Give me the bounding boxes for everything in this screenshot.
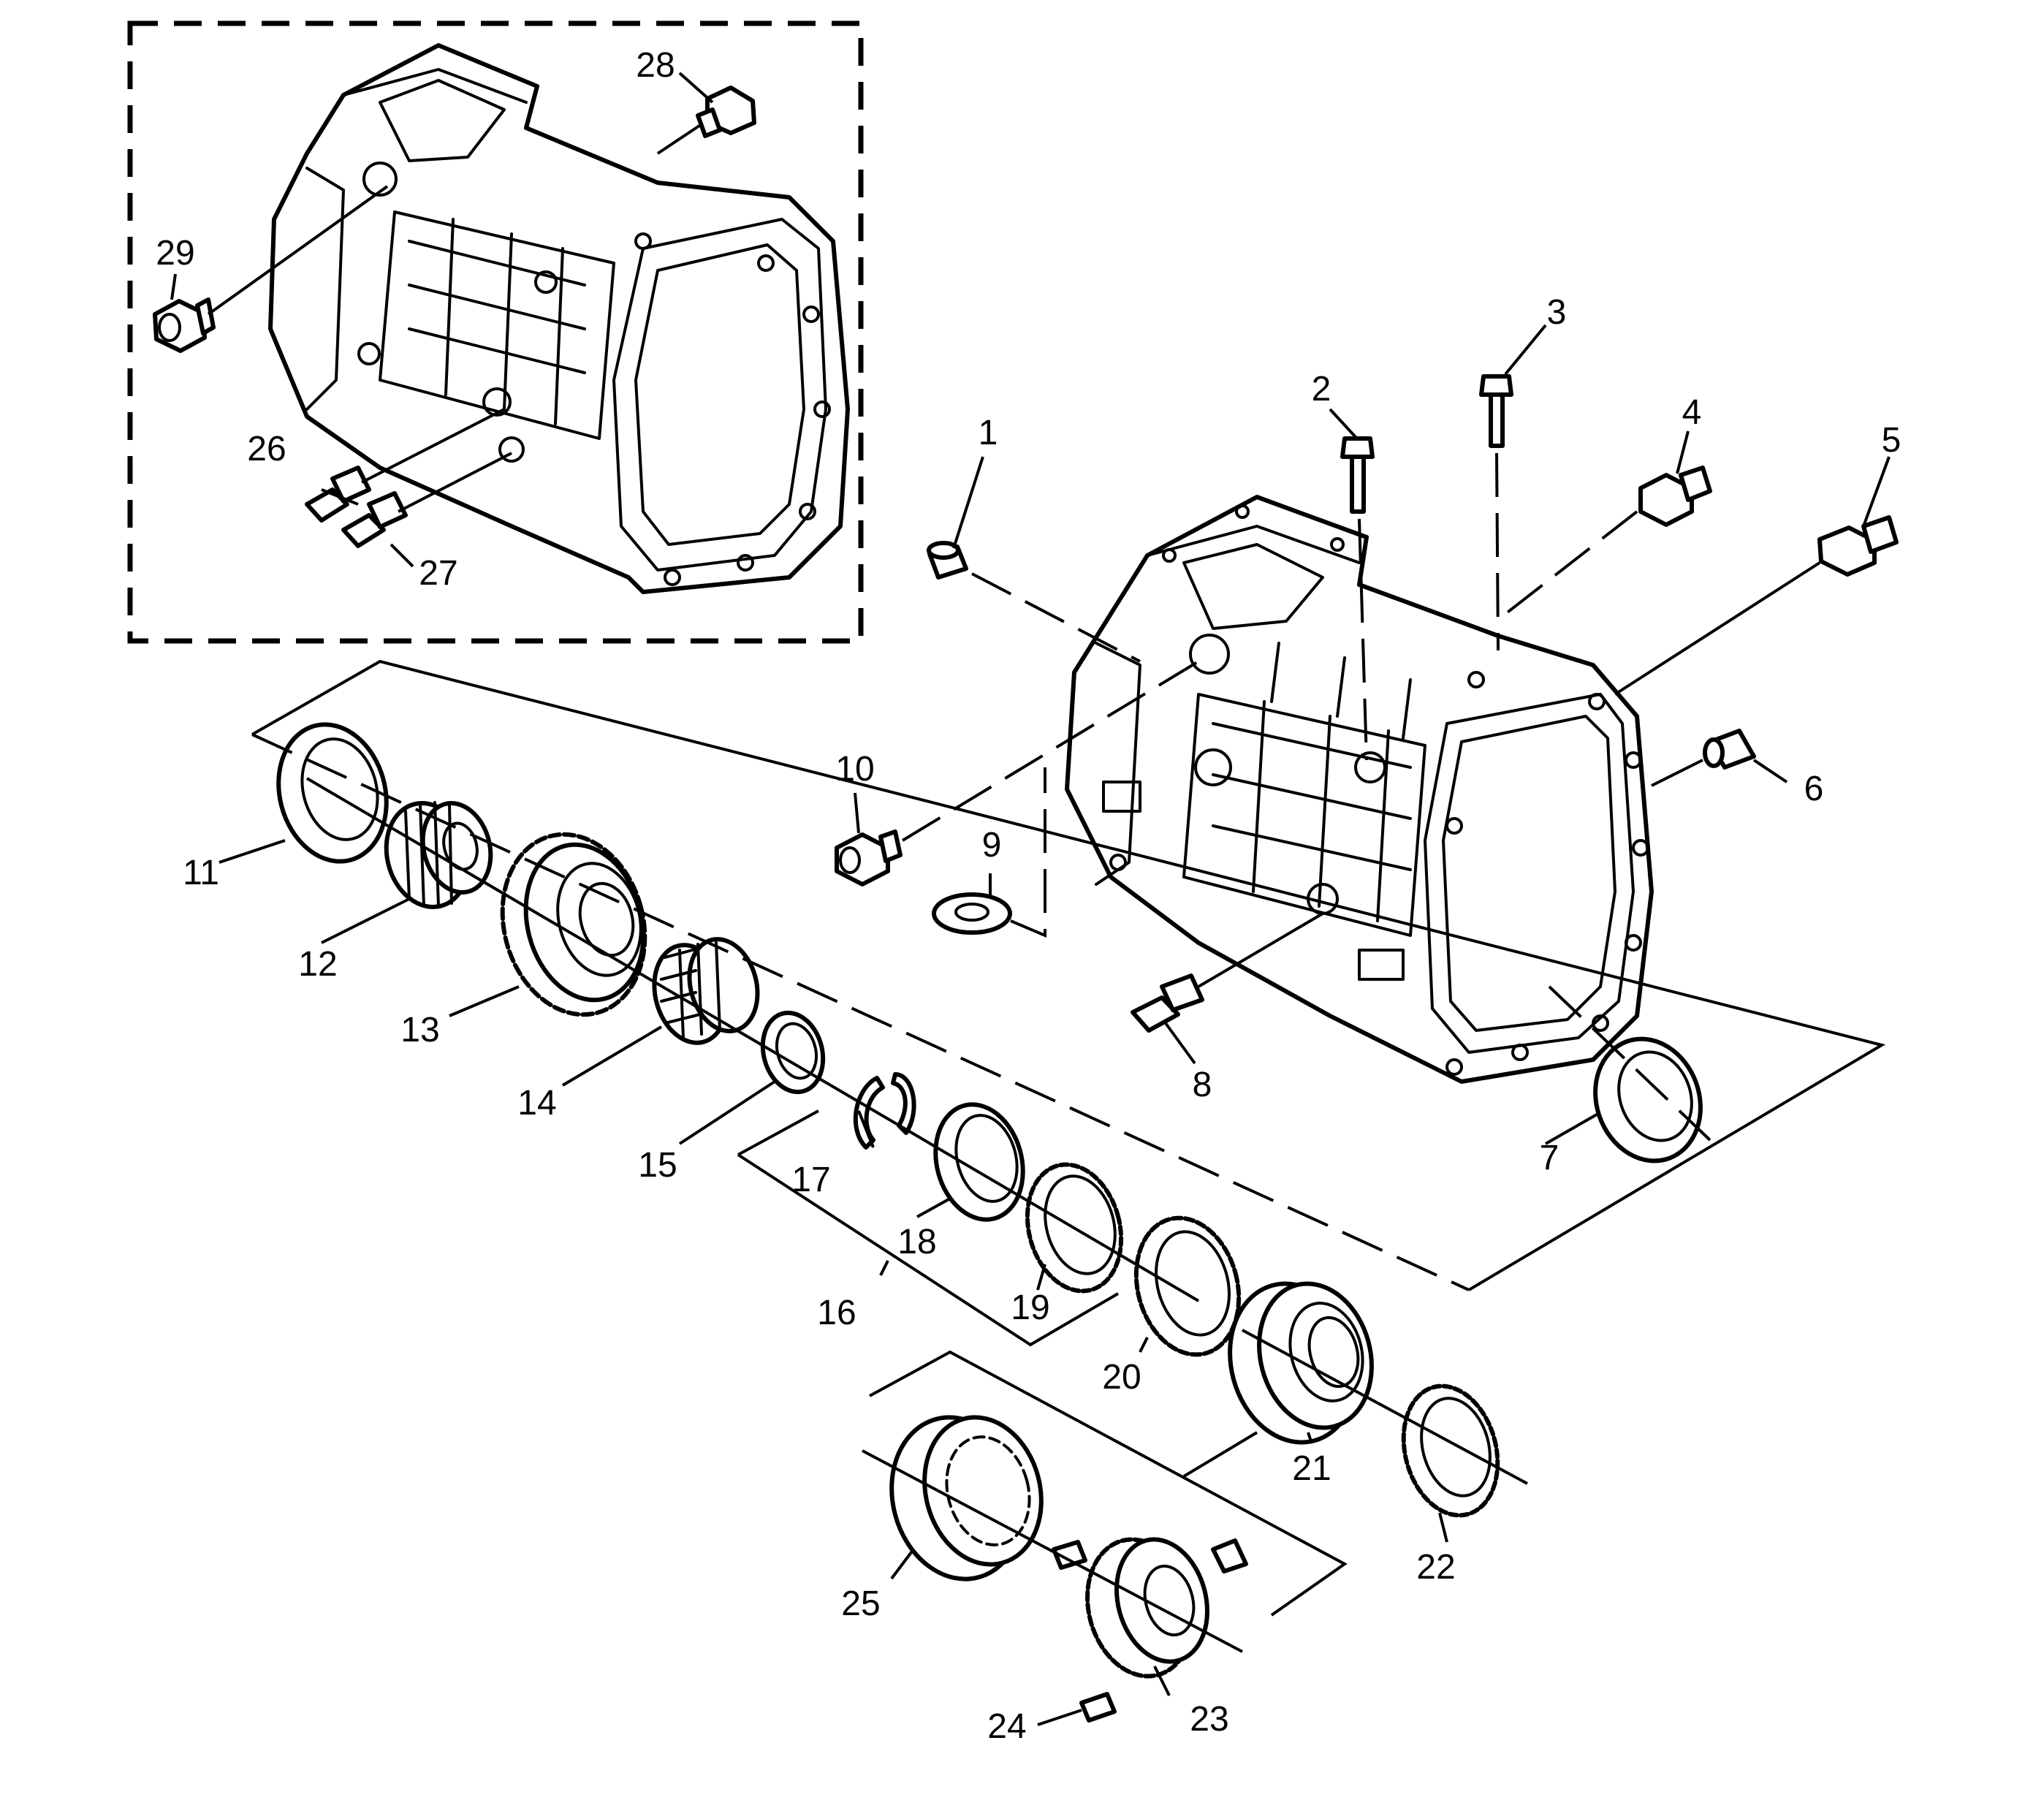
callout-1: 1 <box>979 414 998 452</box>
callout-6: 6 <box>1804 770 1824 808</box>
part-9-washer <box>932 767 1046 938</box>
inset-view <box>127 20 864 644</box>
part-18-synchronizer-ring <box>933 1102 1025 1222</box>
callout-7: 7 <box>1540 1139 1559 1177</box>
callout-28: 28 <box>636 46 675 85</box>
part-3-bolt <box>1479 374 1513 651</box>
callout-18: 18 <box>897 1223 936 1261</box>
callout-12: 12 <box>298 945 337 984</box>
part-4-switch <box>1504 466 1712 615</box>
part-14-needle-bearing <box>652 937 760 1045</box>
part-24-shift-key <box>1079 1692 1117 1723</box>
callout-16: 16 <box>817 1294 856 1332</box>
inset-dashed-frame <box>127 20 864 644</box>
assembly-brackets <box>251 659 1886 1617</box>
callout-25: 25 <box>841 1584 880 1623</box>
callout-9: 9 <box>982 826 1002 865</box>
callout-13: 13 <box>400 1011 439 1049</box>
part-1-dowel <box>927 541 1141 663</box>
callout-23: 23 <box>1190 1700 1228 1739</box>
inset-transmission-case <box>268 43 850 594</box>
callout-11: 11 <box>183 854 219 892</box>
assembly-axis-lines <box>305 777 1528 1653</box>
callout-21: 21 <box>1292 1449 1331 1488</box>
part-12-tapered-bearing <box>384 800 493 909</box>
part-2-bolt <box>1340 436 1375 761</box>
callout-15: 15 <box>638 1146 677 1185</box>
callout-29: 29 <box>156 234 194 273</box>
callout-10: 10 <box>835 750 874 789</box>
callout-26: 26 <box>247 430 286 468</box>
part-8-sensor <box>1131 912 1324 1033</box>
part-22-blocker-ring <box>1401 1383 1500 1518</box>
part-6-plug <box>1651 729 1756 787</box>
callout-8: 8 <box>1193 1066 1212 1104</box>
callout-17: 17 <box>791 1161 830 1199</box>
part-15-thrust-ring <box>760 1010 826 1095</box>
callout-5: 5 <box>1882 421 1901 460</box>
main-transmission-case <box>1065 495 1654 1084</box>
callout-4: 4 <box>1682 393 1702 432</box>
callout-20: 20 <box>1102 1358 1141 1397</box>
callout-19: 19 <box>1011 1288 1049 1327</box>
part-29-plug <box>153 185 389 353</box>
spring-strut <box>1052 1538 1248 1573</box>
callout-labels: 1 2 3 4 5 6 7 8 9 10 11 12 13 14 15 16 1… <box>156 46 1901 1746</box>
callout-24: 24 <box>987 1707 1026 1746</box>
part-17-split-ring <box>853 1072 916 1150</box>
callout-leaders <box>170 72 1891 1726</box>
part-7-seal <box>1548 985 1711 1163</box>
part-27-sensor <box>341 452 512 548</box>
part-28-plug <box>656 86 756 155</box>
part-20-synchronizer-cone <box>1133 1215 1242 1357</box>
part-25-shift-sleeve <box>889 1415 1044 1582</box>
callout-3: 3 <box>1547 293 1567 332</box>
callout-27: 27 <box>419 554 457 593</box>
part-21-synchronizer-sleeve <box>1228 1281 1374 1445</box>
callout-14: 14 <box>517 1084 556 1123</box>
part-23-synchronizer-hub <box>1085 1537 1209 1679</box>
part-13-helical-gear <box>500 832 647 1017</box>
part-5-fitting <box>1614 515 1899 696</box>
part-10-plug <box>835 660 1200 886</box>
callout-22: 22 <box>1416 1548 1455 1587</box>
callout-2: 2 <box>1312 370 1331 409</box>
